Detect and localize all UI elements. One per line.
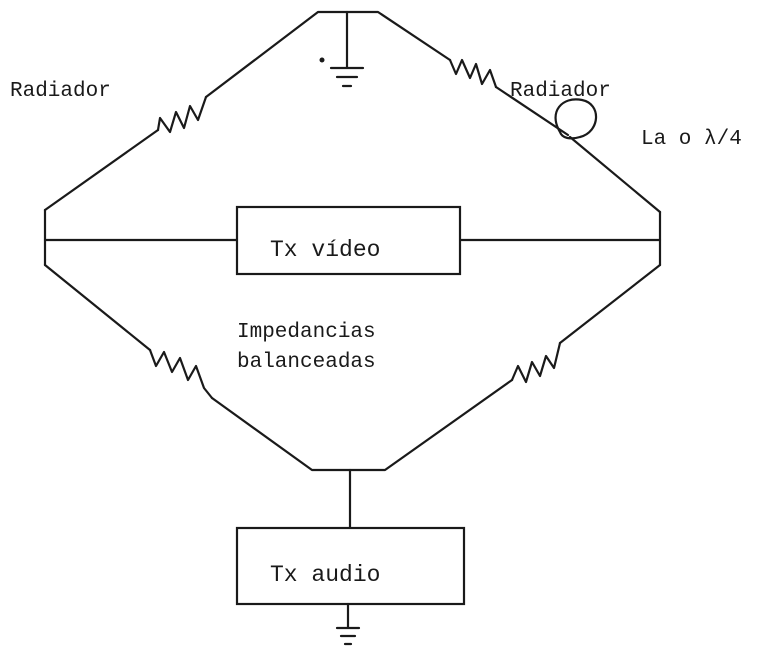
label-impedance-line2: balanceadas <box>237 351 376 374</box>
label-tx-video: Tx vídeo <box>270 237 380 263</box>
wire-lower-right <box>558 263 662 345</box>
wire-lower-left <box>43 263 514 472</box>
ground-dot <box>319 57 325 63</box>
wire-top-left <box>43 10 452 212</box>
resistor-upper-left <box>156 95 208 134</box>
wire-top-right <box>494 85 662 214</box>
resistor-lower-right <box>510 341 562 384</box>
label-radiator-left: Radiador <box>10 80 111 103</box>
quarter-wave-loop <box>554 98 598 140</box>
label-tx-audio: Tx audio <box>270 562 380 588</box>
resistor-lower-left <box>148 348 214 400</box>
ground-symbol-top <box>329 10 365 88</box>
label-radiator-right: Radiador <box>510 80 611 103</box>
label-impedance-line1: Impedancias <box>237 321 376 344</box>
resistor-upper-right <box>448 58 498 89</box>
ground-symbol-bottom <box>335 602 361 646</box>
tx-video-box <box>235 205 462 276</box>
tx-audio-box <box>235 526 466 606</box>
label-line-length: La o λ/4 <box>641 128 742 151</box>
